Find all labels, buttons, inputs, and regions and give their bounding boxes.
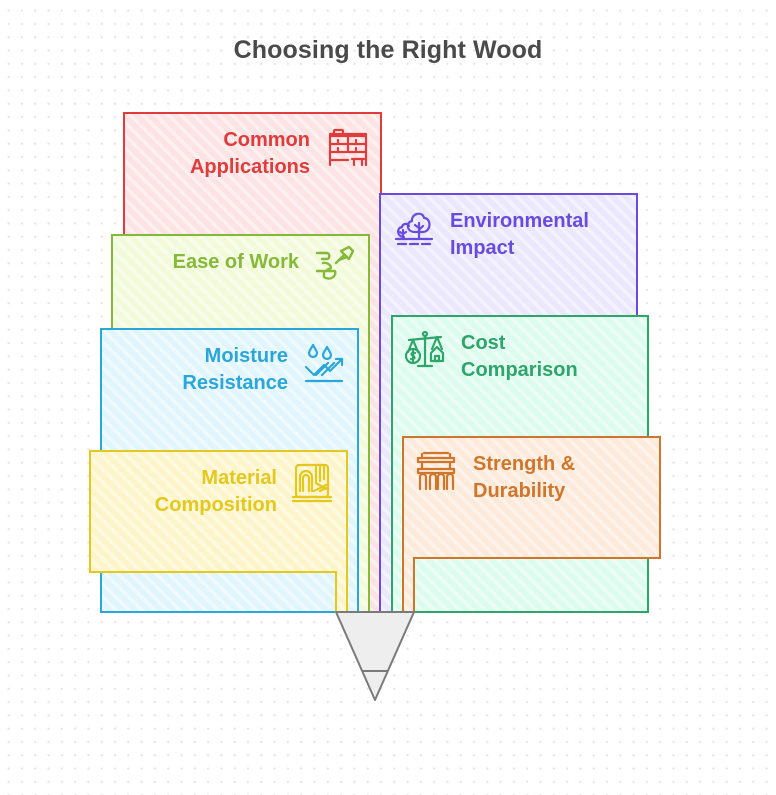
material-composition-label-line: Composition bbox=[154, 494, 277, 516]
wood-grain-icon bbox=[290, 461, 334, 505]
water-drops-trend-icon bbox=[302, 341, 346, 385]
strength-durability-label: Strength & Durability bbox=[473, 451, 575, 505]
woodworking-tools-icon bbox=[313, 245, 357, 289]
diagram-title: Choosing the Right Wood bbox=[233, 36, 543, 64]
structure-pillars-icon bbox=[414, 449, 458, 493]
cost-comparison-label-line: Cost bbox=[461, 332, 506, 354]
moisture-resistance-label-line: Moisture bbox=[204, 345, 288, 367]
balance-scale-dollar-house-icon bbox=[403, 328, 447, 372]
cost-comparison-label-line: Comparison bbox=[461, 359, 578, 381]
strength-durability-label-line: Durability bbox=[473, 480, 566, 502]
furniture-cabinet-icon bbox=[326, 125, 370, 169]
strength-durability-label-line: Strength & bbox=[473, 453, 576, 475]
environmental-impact-label-line: Impact bbox=[450, 237, 515, 259]
ease-of-work-label: Ease of Work bbox=[173, 249, 299, 276]
common-applications-label-line: Common bbox=[223, 129, 310, 151]
environmental-impact-label-line: Environmental bbox=[450, 210, 589, 232]
material-composition-label-line: Material bbox=[201, 467, 277, 489]
moisture-resistance-label-line: Resistance bbox=[182, 372, 288, 394]
ease-of-work-label-line: Ease of Work bbox=[172, 251, 299, 273]
trees-landscape-icon bbox=[392, 206, 436, 250]
common-applications-label-line: Applications bbox=[189, 156, 310, 178]
pencil-tip bbox=[335, 611, 415, 701]
